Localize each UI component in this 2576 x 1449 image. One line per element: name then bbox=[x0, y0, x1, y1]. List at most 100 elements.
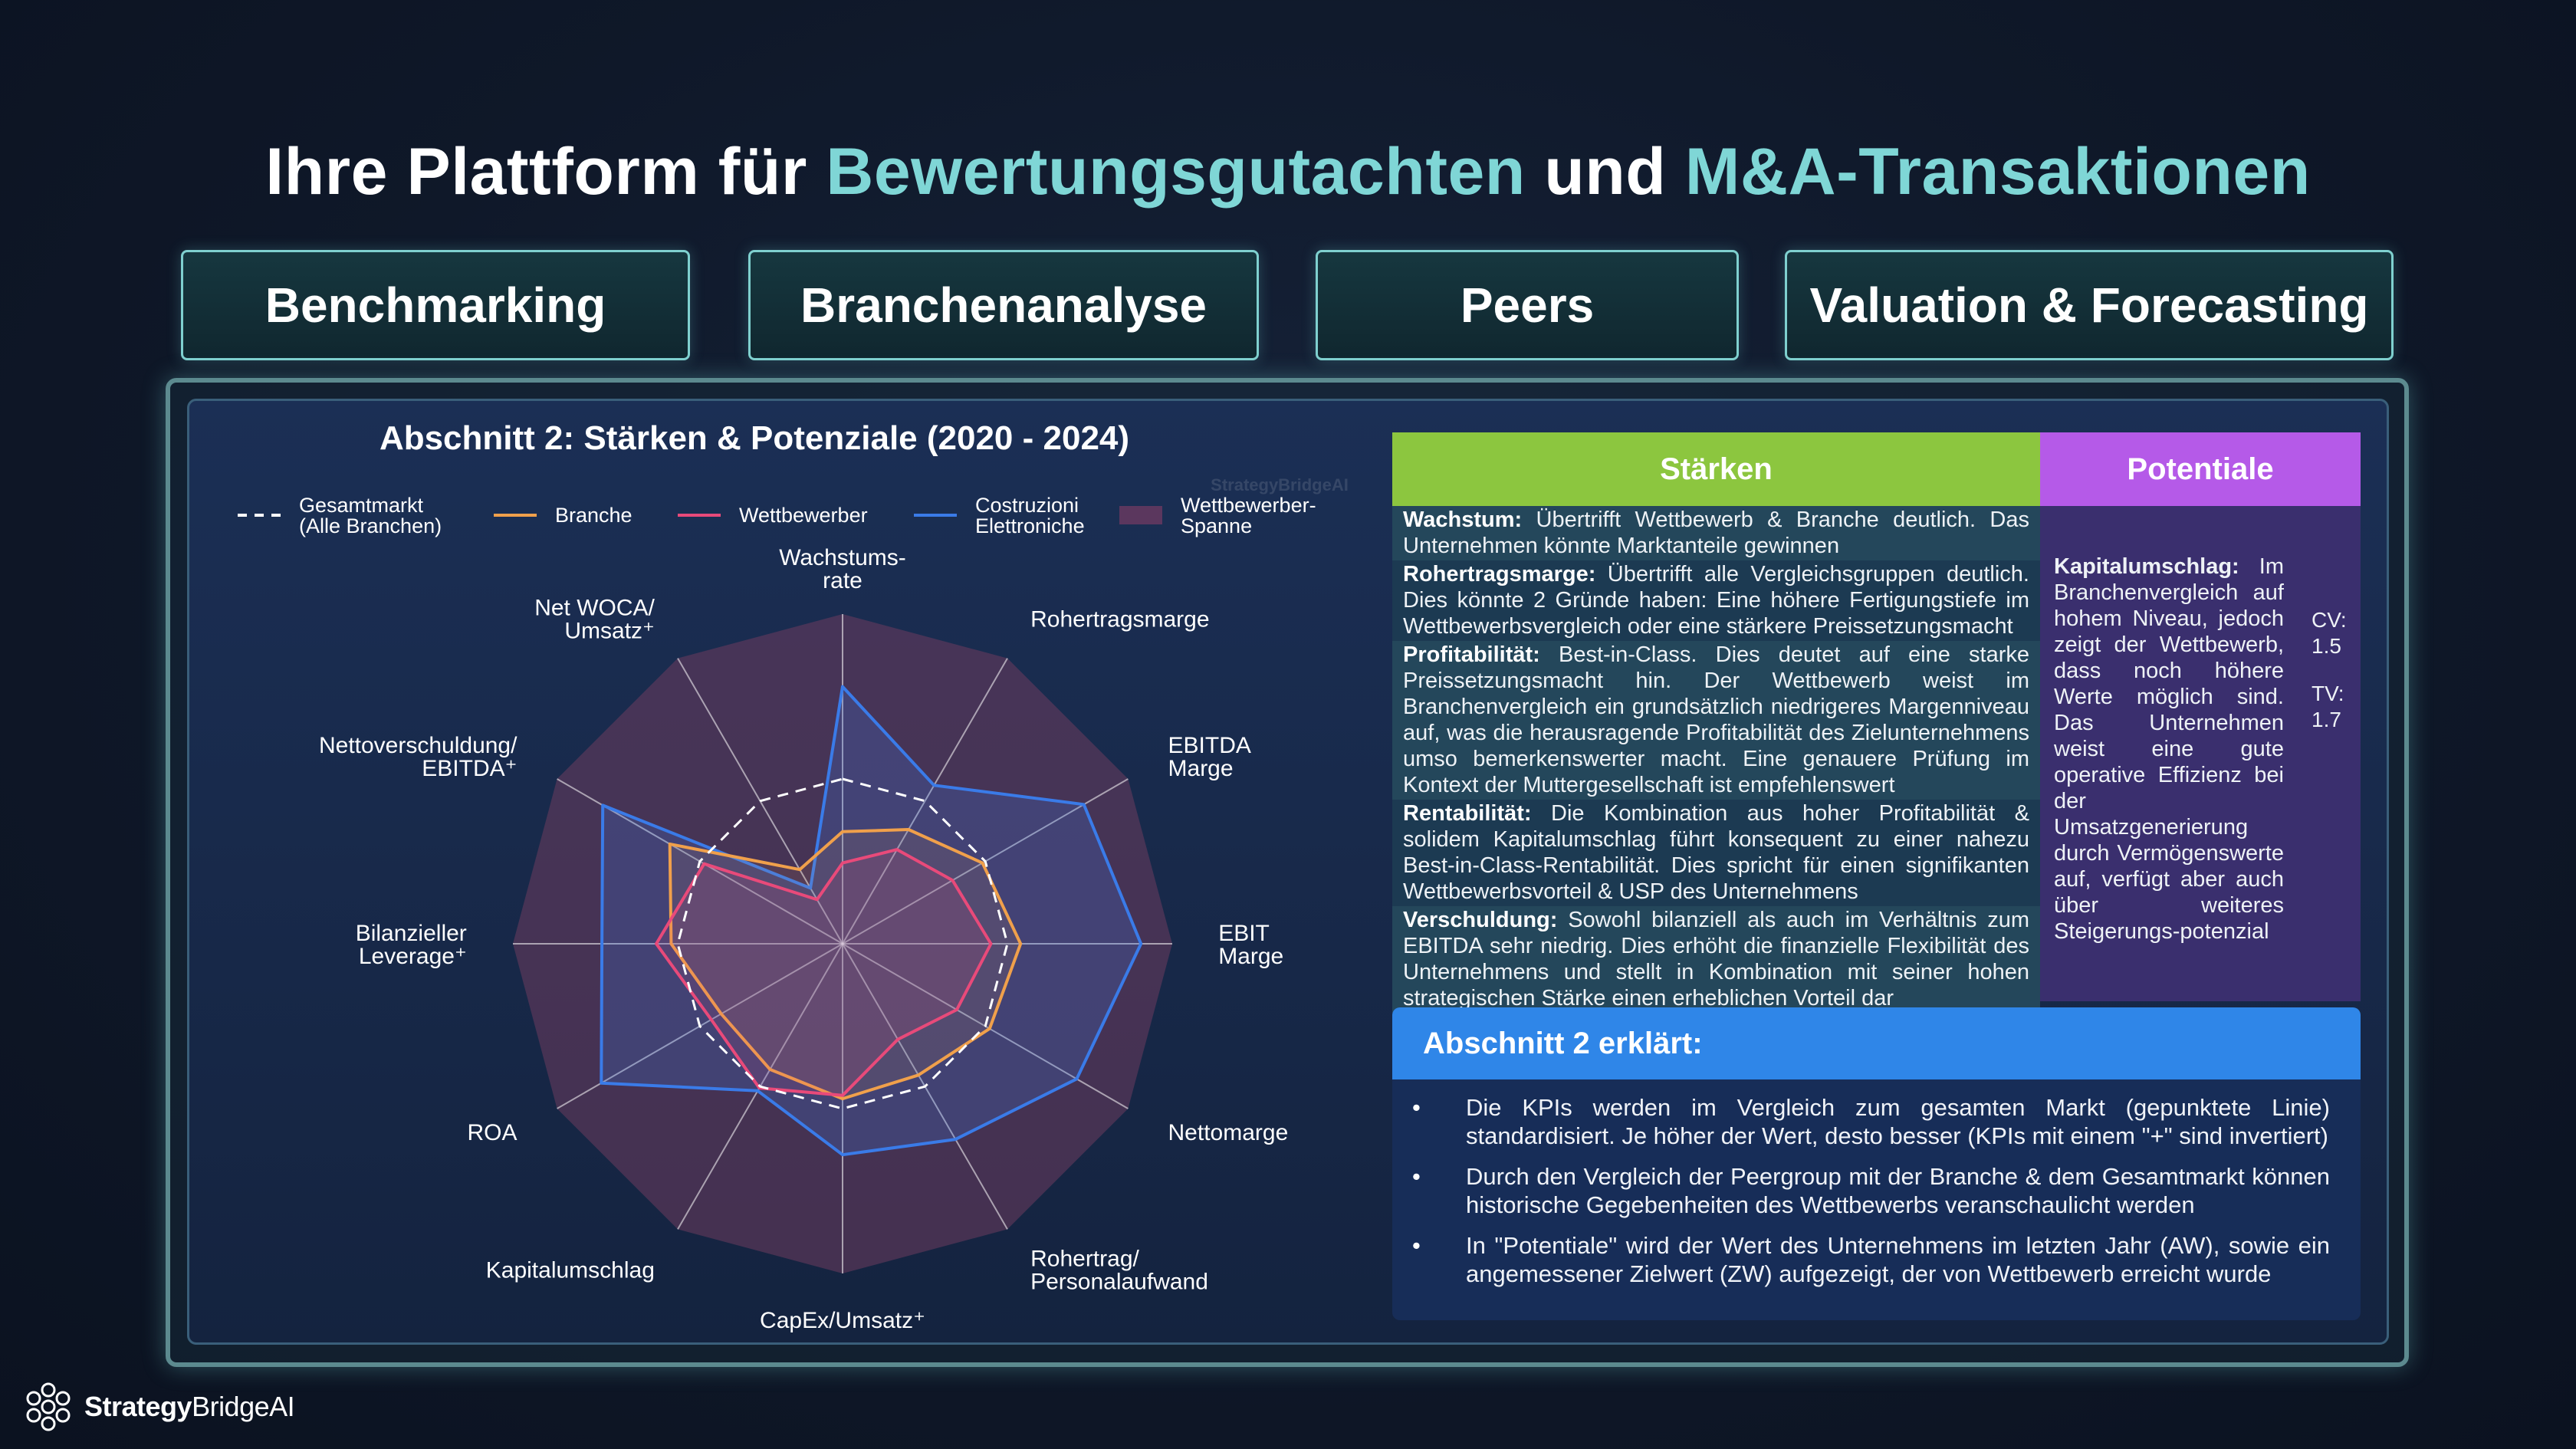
tab-label: Peers bbox=[1460, 278, 1595, 333]
radar-axis-label-line: Leverage⁺ bbox=[359, 944, 467, 969]
radar-axis-label-line: CapEx/Umsatz⁺ bbox=[760, 1308, 925, 1333]
radar-axis-label: Wachstums-rate bbox=[779, 545, 906, 593]
radar-axis-label-line: Marge bbox=[1168, 756, 1234, 781]
legend-label-line: Costruzioni bbox=[975, 494, 1079, 517]
legend-label-line: (Alle Branchen) bbox=[299, 514, 442, 537]
tab-benchmarking[interactable]: Benchmarking bbox=[181, 250, 690, 360]
explain-box: Abschnitt 2 erklärt: Die KPIs werden im … bbox=[1392, 1007, 2361, 1320]
radar-chart: Abschnitt 2: Stärken & Potenziale (2020 … bbox=[238, 419, 1349, 1333]
radar-axis-label-line: ROA bbox=[467, 1120, 517, 1145]
strengths-header: Stärken bbox=[1392, 432, 2040, 506]
radar-axis-label: Rohertragsmarge bbox=[1030, 606, 1209, 632]
strength-item-verschuldung: Verschuldung: Sowohl bilanziell als auch… bbox=[1392, 906, 2040, 1013]
potentials-column: Potentiale Kapitalumschlag: Im Branchenv… bbox=[2040, 432, 2361, 1001]
strength-item-profitabilitaet: Profitabilität: Best-in-Class. Dies deut… bbox=[1392, 641, 2040, 800]
strength-title: Wachstum: bbox=[1403, 508, 1523, 532]
legend-label-line: Spanne bbox=[1181, 514, 1252, 537]
series-line-wettbewerber bbox=[655, 848, 993, 1097]
radar-axis-label-line: Marge bbox=[1218, 944, 1283, 969]
chart-title: Abschnitt 2: Stärken & Potenziale (2020 … bbox=[380, 419, 1129, 457]
strength-text: Übertrifft Wettbewerb & Branche deutlich… bbox=[1403, 508, 2029, 558]
radar-axis-label-line: EBITDA⁺ bbox=[422, 756, 517, 781]
explain-header-label: Abschnitt 2 erklärt: bbox=[1423, 1026, 1703, 1060]
potential-values: CV: 1.5 TV: 1.7 bbox=[2312, 607, 2347, 733]
radar-axis-label-line: Umsatz⁺ bbox=[564, 618, 655, 643]
potentials-header-label: Potentiale bbox=[2127, 452, 2274, 486]
strength-title: Rentabilität: bbox=[1403, 801, 1532, 826]
legend-label: Wettbewerber-Spanne bbox=[1181, 494, 1316, 537]
headline-text-1: Ihre Plattform für bbox=[265, 135, 826, 209]
explain-bullet: Durch den Vergleich der Peergroup mit de… bbox=[1412, 1162, 2330, 1219]
tab-label: Benchmarking bbox=[264, 278, 606, 333]
tab-label: Branchenanalyse bbox=[800, 278, 1208, 333]
legend-label: Gesamtmarkt(Alle Branchen) bbox=[299, 494, 442, 537]
strength-text: Best-in-Class. Dies deutet auf eine star… bbox=[1403, 642, 2029, 797]
radar-axis-label-line: rate bbox=[823, 568, 863, 593]
footer-brand-name: StrategyBridgeAI bbox=[84, 1391, 295, 1423]
series-line-branche bbox=[668, 828, 1023, 1101]
strength-title: Verschuldung: bbox=[1403, 908, 1558, 932]
radar-axis-label-line: Personalaufwand bbox=[1030, 1270, 1208, 1295]
series-line-costruzioni-elettroniche bbox=[600, 685, 1143, 1157]
radar-axis-label-line: EBIT bbox=[1218, 921, 1270, 946]
strength-title: Profitabilität: bbox=[1403, 642, 1540, 667]
tv-label: TV: bbox=[2312, 682, 2344, 705]
chart-watermark: StrategyBridgeAI bbox=[1211, 475, 1349, 495]
headline-accent-2: M&A-Transaktionen bbox=[1684, 135, 2311, 209]
strengths-body: Wachstum: Übertrifft Wettbewerb & Branch… bbox=[1392, 506, 2040, 1013]
series-line-gesamtmarkt-alle-branchen bbox=[676, 777, 1009, 1110]
radar-axis-label-line: Wachstums- bbox=[779, 545, 906, 570]
strengths-column: Stärken Wachstum: Übertrifft Wettbewerb … bbox=[1392, 432, 2040, 1013]
potential-title: Kapitalumschlag: bbox=[2054, 554, 2239, 579]
potential-text: Im Branchenvergleich auf hohem Niveau, j… bbox=[2054, 554, 2284, 944]
strength-item-wachstum: Wachstum: Übertrifft Wettbewerb & Branch… bbox=[1392, 506, 2040, 560]
radar-axis-label-line: Nettoverschuldung/ bbox=[319, 733, 518, 758]
radar-axis-line bbox=[842, 658, 1008, 945]
potentials-header: Potentiale bbox=[2040, 432, 2361, 506]
radar-axis-label-line: Net WOCA/ bbox=[534, 595, 655, 620]
footer-logo: StrategyBridgeAI bbox=[21, 1380, 295, 1434]
strategybridge-logo-icon bbox=[26, 1382, 71, 1431]
radar-axis-label: CapEx/Umsatz⁺ bbox=[760, 1308, 925, 1333]
cv-label: CV: bbox=[2312, 608, 2347, 632]
tv-value: 1.7 bbox=[2312, 708, 2341, 731]
tab-branchenanalyse[interactable]: Branchenanalyse bbox=[748, 250, 1259, 360]
footer-brand-rest: BridgeAI bbox=[192, 1391, 295, 1422]
strength-text: Die Kombination aus hoher Profitabilität… bbox=[1403, 801, 2029, 904]
strengths-header-label: Stärken bbox=[1660, 452, 1773, 486]
explain-header: Abschnitt 2 erklärt: bbox=[1392, 1007, 2361, 1079]
radar-axis-label: ROA bbox=[467, 1120, 517, 1145]
page-headline: Ihre Plattform für Bewertungsgutachten u… bbox=[0, 134, 2576, 210]
radar-axis-label: Net WOCA/Umsatz⁺ bbox=[534, 595, 655, 643]
strength-item-rentabilitaet: Rentabilität: Die Kombination aus hoher … bbox=[1403, 800, 2029, 906]
cv-value: 1.5 bbox=[2312, 634, 2341, 658]
explain-bullet: In "Potentiale" wird der Wert des Untern… bbox=[1412, 1231, 2330, 1288]
radar-axis-label: Nettoverschuldung/EBITDA⁺ bbox=[319, 733, 518, 781]
radar-axis-label-line: Kapitalumschlag bbox=[486, 1258, 655, 1283]
explain-list: Die KPIs werden im Vergleich zum gesamte… bbox=[1392, 1079, 2361, 1288]
headline-text-2: und bbox=[1525, 135, 1685, 209]
radar-axis-label: Rohertrag/Personalaufwand bbox=[1030, 1247, 1208, 1295]
legend-label-line: Wettbewerber bbox=[739, 504, 868, 527]
explain-bullet: Die KPIs werden im Vergleich zum gesamte… bbox=[1412, 1093, 2330, 1150]
tab-peers[interactable]: Peers bbox=[1316, 250, 1739, 360]
radar-axis-label-line: Bilanzieller bbox=[356, 921, 467, 946]
legend-label-line: Gesamtmarkt bbox=[299, 494, 424, 517]
strength-text: Übertrifft alle Vergleichsgruppen deutli… bbox=[1403, 562, 2029, 639]
radar-axis-label-line: Rohertrag/ bbox=[1030, 1247, 1139, 1272]
potential-item-kapitalumschlag: Kapitalumschlag: Im Branchenvergleich au… bbox=[2054, 554, 2284, 945]
legend-label-line: Branche bbox=[555, 504, 632, 527]
legend-label: Branche bbox=[555, 504, 632, 527]
tab-valuation-forecasting[interactable]: Valuation & Forecasting bbox=[1785, 250, 2394, 360]
radar-axis-label-line: EBITDA bbox=[1168, 733, 1251, 758]
footer-brand-bold: Strategy bbox=[84, 1391, 192, 1422]
radar-axis-label: Kapitalumschlag bbox=[486, 1258, 655, 1283]
strength-text: Sowohl bilanziell als auch im Verhältnis… bbox=[1403, 908, 2029, 1010]
tab-label: Valuation & Forecasting bbox=[1809, 278, 2369, 333]
headline-accent-1: Bewertungsgutachten bbox=[826, 135, 1526, 209]
